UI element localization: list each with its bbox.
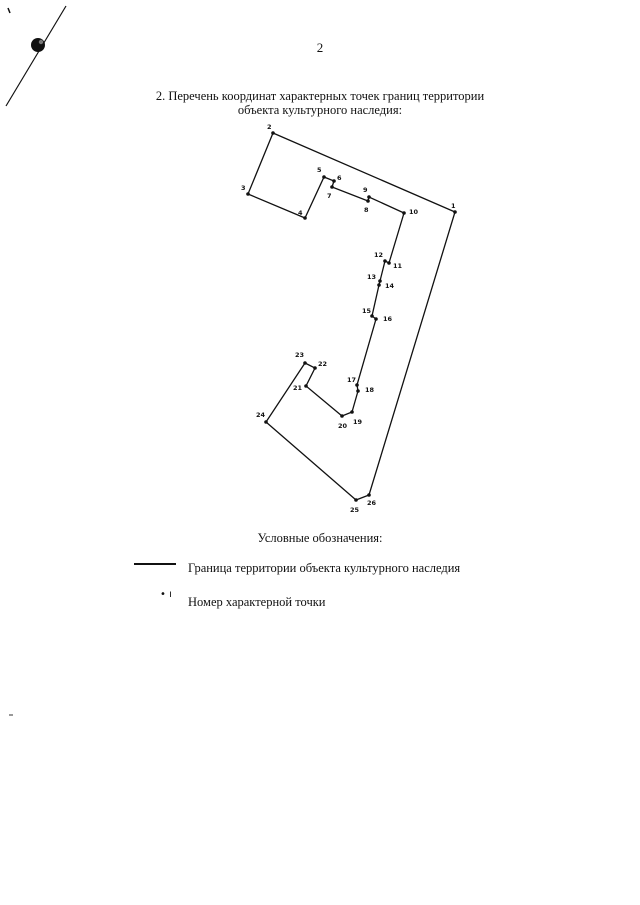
point-marker-24 [264,420,268,424]
point-label-1: 1 [451,202,456,210]
point-marker-20 [340,414,344,418]
point-label-21: 21 [293,384,303,392]
point-marker-5 [322,175,326,179]
point-marker-23 [303,361,307,365]
point-marker-1 [453,210,457,214]
point-label-13: 13 [367,273,376,281]
point-label-8: 8 [364,206,369,214]
point-label-24: 24 [256,411,266,419]
point-marker-22 [313,366,317,370]
point-label-7: 7 [327,192,332,200]
point-label-9: 9 [363,186,368,194]
point-label-12: 12 [374,251,383,259]
point-labels: 1234567891011121314151617181920212223242… [241,123,456,514]
point-marker-15 [370,314,374,318]
point-marker-26 [367,493,371,497]
scan-diagonal-line [5,5,67,107]
point-label-10: 10 [409,208,419,216]
point-label-3: 3 [241,184,246,192]
point-marker-16 [374,317,378,321]
page-number: 2 [316,40,324,55]
point-label-23: 23 [295,351,304,359]
point-marker-17 [355,383,359,387]
point-label-17: 17 [347,376,356,384]
point-marker-21 [304,384,308,388]
title-line-2: объекта культурного наследия: [237,103,403,117]
legend-line-swatch [134,563,176,565]
point-label-5: 5 [317,166,322,174]
point-label-14: 14 [385,282,395,290]
point-marker-3 [246,192,250,196]
legend-title: Условные обозначения: [257,531,383,545]
legend-point-label: Номер характерной точки [188,595,326,609]
point-label-15: 15 [362,307,372,315]
point-label-26: 26 [367,499,377,507]
boundary-polygon [247,132,456,501]
point-label-19: 19 [353,418,363,426]
point-label-25: 25 [350,506,360,514]
point-marker-12 [383,259,387,263]
point-marker-2 [271,131,275,135]
point-markers [246,131,457,502]
title-line-1: 2. Перечень координат характерных точек … [155,89,485,103]
scan-blot-mark-inner [38,39,44,45]
point-marker-9 [367,195,371,199]
point-label-22: 22 [318,360,327,368]
point-label-11: 11 [393,262,403,270]
point-label-16: 16 [383,315,393,323]
point-marker-10 [402,211,406,215]
point-label-2: 2 [267,123,272,131]
point-marker-7 [330,185,334,189]
point-marker-4 [303,216,307,220]
point-marker-11 [387,261,391,265]
point-label-20: 20 [338,422,348,430]
point-marker-8 [366,199,370,203]
page-title: 2. Перечень координат характерных точек … [0,89,640,117]
point-label-18: 18 [365,386,375,394]
point-marker-19 [350,410,354,414]
point-marker-25 [354,498,358,502]
legend-point-swatch: • ı [160,589,172,600]
point-label-6: 6 [337,174,342,182]
scan-tick-mark [7,7,11,14]
point-marker-6 [332,179,336,183]
point-marker-13 [378,279,382,283]
legend-line-label: Граница территории объекта культурного н… [188,561,461,575]
point-marker-18 [356,389,360,393]
point-label-4: 4 [298,209,303,217]
point-marker-14 [377,283,381,287]
